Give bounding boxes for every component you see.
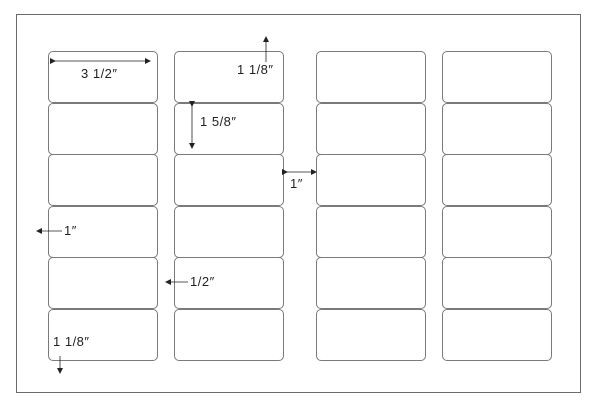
column-gap-text: 1/2″ <box>190 274 215 289</box>
label-cell <box>442 257 552 309</box>
label-cell <box>48 257 158 309</box>
label-sheet <box>16 14 581 393</box>
label-cell <box>316 309 426 361</box>
label-cell <box>316 51 426 103</box>
label-width-text: 3 1/2″ <box>81 66 118 81</box>
label-cell <box>48 154 158 206</box>
label-height-text: 1 5/8″ <box>200 114 237 129</box>
label-cell <box>48 103 158 155</box>
label-cell <box>174 103 284 155</box>
bottom-margin-text: 1 1/8″ <box>53 334 90 349</box>
label-cell <box>442 309 552 361</box>
label-cell <box>442 51 552 103</box>
label-cell <box>174 51 284 103</box>
label-cell <box>316 257 426 309</box>
label-cell <box>174 206 284 258</box>
center-gap-text: 1″ <box>290 176 303 191</box>
label-cell <box>174 154 284 206</box>
label-cell <box>174 257 284 309</box>
label-cell <box>48 309 158 361</box>
label-cell <box>174 309 284 361</box>
label-cell <box>316 154 426 206</box>
label-cell <box>442 154 552 206</box>
label-cell <box>48 206 158 258</box>
label-cell <box>316 206 426 258</box>
top-margin-text: 1 1/8″ <box>237 62 274 77</box>
left-margin-text: 1″ <box>64 223 77 238</box>
label-cell <box>442 206 552 258</box>
label-cell <box>442 103 552 155</box>
label-cell <box>316 103 426 155</box>
